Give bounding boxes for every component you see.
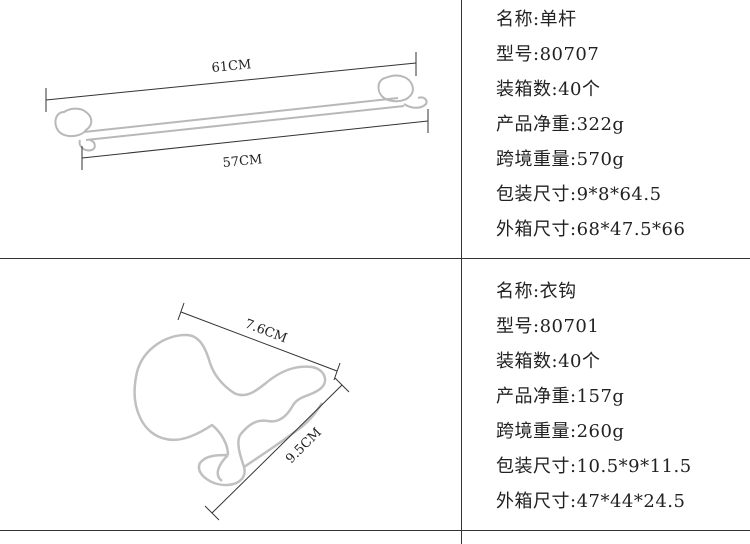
towel-bar-drawing: 61CM 57CM <box>45 52 429 171</box>
product-specs-towel-bar: 名称:单杆 型号:80707 装箱数:40个 产品净重:322g 跨境重量:57… <box>496 2 746 247</box>
column-divider <box>461 0 462 544</box>
dimension-label-bar-length: 57CM <box>222 152 263 171</box>
spec-carton-size: 外箱尺寸:68*47.5*66 <box>496 219 686 240</box>
spec-name: 名称:单杆 <box>496 9 577 30</box>
product-specs-robe-hook: 名称:衣钩 型号:80701 装箱数:40个 产品净重:157g 跨境重量:26… <box>496 274 746 519</box>
product-image-towel-bar: 61CM 57CM <box>0 0 461 258</box>
spec-package-size: 包装尺寸:10.5*9*11.5 <box>496 456 692 477</box>
spec-shipping-weight: 跨境重量:260g <box>496 421 625 442</box>
spec-package-size: 包装尺寸:9*8*64.5 <box>496 184 662 205</box>
spec-net-weight: 产品净重:322g <box>496 114 625 135</box>
spec-model: 型号:80701 <box>496 316 600 337</box>
spec-box-count: 装箱数:40个 <box>496 351 601 372</box>
row-divider-bottom <box>0 530 750 531</box>
dimension-label-length: 61CM <box>211 57 252 76</box>
spec-net-weight: 产品净重:157g <box>496 386 625 407</box>
spec-shipping-weight: 跨境重量:570g <box>496 149 625 170</box>
spec-model: 型号:80707 <box>496 44 600 65</box>
spec-name: 名称:衣钩 <box>496 281 577 302</box>
spec-box-count: 装箱数:40个 <box>496 79 601 100</box>
dimension-label-width: 7.6CM <box>243 317 289 347</box>
spec-carton-size: 外箱尺寸:47*44*24.5 <box>496 491 686 512</box>
robe-hook-drawing: 7.6CM 9.5CM <box>133 302 350 521</box>
product-image-robe-hook: 7.6CM 9.5CM <box>0 259 461 530</box>
row-divider-top <box>0 258 750 259</box>
dimension-label-depth: 9.5CM <box>283 425 325 467</box>
